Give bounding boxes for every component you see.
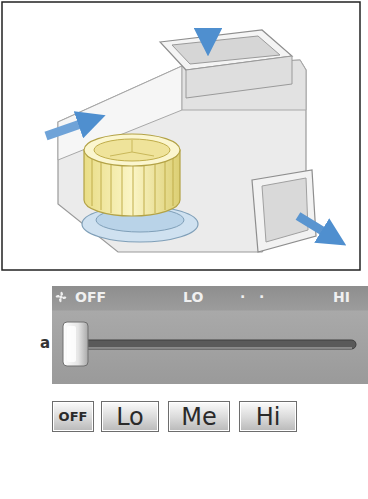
scale-label: LO [183,290,203,304]
illustration-part [92,158,93,206]
illustration-part [165,162,166,210]
illustration-part [110,152,132,156]
illustration-part [59,295,62,298]
button-label: Lo [116,405,144,429]
wheel-top [84,134,180,166]
illustration-part [144,166,145,215]
inlet-front [186,56,292,98]
outlet-opening [262,178,308,242]
airflow-arrow [46,120,92,136]
picture-frame [2,2,360,270]
airflow-arrow [204,6,213,42]
air-outlet [252,170,316,252]
fan-icon [56,292,67,303]
fan-blades [92,158,173,216]
illustration-part [133,166,134,216]
button-label: Me [181,405,216,429]
illustration-part [101,162,102,210]
fan-speed-panel: OFF LO · · HI [52,286,368,384]
speed-button: OFF [52,401,94,432]
illustration-part [56,295,60,298]
illustration-part [59,298,62,302]
wheel-inner [94,139,170,161]
illustration-part [173,158,174,206]
scale-label: · [259,290,264,304]
illustration-part [132,152,154,156]
button-label: OFF [59,410,88,423]
illustration-part [62,296,66,299]
illustration-part [60,292,63,296]
speed-button: Hi [239,401,297,432]
button-label: Hi [256,405,281,429]
wheel-spokes [110,140,154,156]
side-letter: a [40,336,50,351]
slider-knob [63,322,88,366]
speed-button: Lo [101,401,159,432]
housing-side [58,66,182,160]
speed-button: Me [168,401,230,432]
illustration-part [111,164,112,213]
airflow-arrow [298,216,334,238]
illustration-part [132,140,133,152]
scale-label: · [240,290,245,304]
scale-label: OFF [75,290,106,304]
track-highlight [80,348,352,349]
slider-track [76,340,356,349]
illustration-part [122,166,123,215]
knob-shine [67,326,76,362]
illustration-part [155,164,156,213]
scale-label: HI [333,290,350,304]
